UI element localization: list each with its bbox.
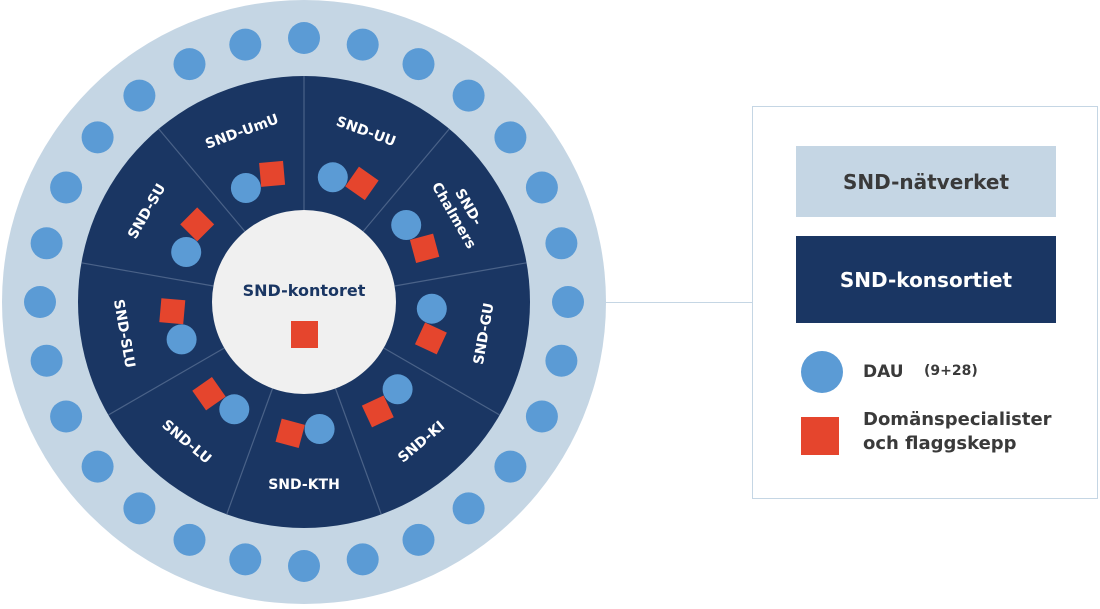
segment-dau-circle	[304, 414, 335, 444]
legend-specialist-line2: och flaggskepp	[863, 433, 1017, 454]
outer-dau-circle	[123, 492, 156, 525]
outer-dau-circle	[288, 550, 320, 582]
segment-specialist-square	[275, 418, 305, 448]
outer-dau-circle	[545, 344, 578, 377]
outer-dau-circle	[402, 48, 435, 81]
outer-dau-circle	[30, 227, 63, 260]
center-specialist-square	[291, 321, 318, 348]
segment-dau-circle	[317, 162, 348, 193]
segment-dau-circle	[416, 293, 447, 324]
segment-specialist-square	[192, 376, 226, 411]
outer-dau-circle	[346, 28, 379, 61]
outer-dau-circle	[173, 48, 206, 81]
segment-specialist-square	[361, 395, 394, 428]
legend-connector-line	[606, 302, 752, 303]
segment-divider	[394, 262, 527, 287]
segment-divider	[383, 347, 501, 416]
segment-divider	[362, 128, 450, 232]
legend-specialist-line1: Domänspecialister	[863, 409, 1052, 430]
segment-dau-circle	[230, 173, 261, 203]
outer-dau-circle	[288, 22, 320, 54]
segment-specialist-square	[259, 160, 286, 187]
center-label: SND-kontoret	[243, 281, 366, 300]
outer-dau-circle	[81, 450, 114, 483]
segment-divider	[81, 262, 214, 287]
segment-dau-circle	[382, 374, 413, 405]
outer-dau-circle	[229, 543, 262, 576]
specialist-square-icon	[801, 417, 839, 455]
outer-dau-circle	[173, 523, 206, 556]
dau-circle-icon	[801, 351, 843, 393]
legend-consortium-box: SND-konsortiet	[796, 236, 1056, 323]
legend-dau-label: DAU	[863, 362, 904, 382]
segment-specialist-square	[180, 207, 215, 242]
outer-dau-circles	[24, 22, 584, 582]
snd-office-circle	[212, 210, 396, 394]
segment-snd-kth: SND-KTH	[268, 414, 340, 493]
segment-specialist-square	[414, 322, 447, 355]
legend-dau-count: (9+28)	[924, 363, 978, 379]
legend-panel: SND-nätverket SND-konsortiet DAU (9+28) …	[752, 106, 1098, 499]
outer-dau-circle	[50, 171, 83, 204]
segment-dau-circle	[166, 324, 197, 355]
segment-label-snd-kth: SND-KTH	[268, 477, 340, 493]
segment-specialist-square	[345, 166, 379, 201]
outer-dau-circle	[452, 492, 485, 525]
outer-dau-circle	[346, 543, 379, 576]
outer-dau-circle	[494, 450, 527, 483]
outer-dau-circle	[494, 121, 527, 154]
segment-divider	[226, 388, 274, 515]
segment-specialist-square	[159, 298, 186, 325]
outer-dau-circle	[525, 171, 558, 204]
outer-dau-circle	[24, 286, 56, 318]
outer-dau-circle	[81, 121, 114, 154]
segment-specialist-square	[409, 233, 440, 263]
segment-dividers	[81, 76, 527, 515]
segment-divider	[158, 128, 246, 232]
segment-dau-circle	[391, 210, 422, 240]
outer-dau-circle	[525, 400, 558, 433]
outer-dau-circle	[552, 286, 584, 318]
segment-divider	[334, 388, 382, 515]
segment-dau-circle	[171, 237, 202, 267]
outer-dau-circle	[30, 344, 63, 377]
segment-dau-circle	[219, 394, 250, 425]
outer-dau-circle	[229, 28, 262, 61]
outer-dau-circle	[545, 227, 578, 260]
outer-dau-circle	[452, 79, 485, 112]
outer-dau-circle	[123, 79, 156, 112]
segment-divider	[107, 347, 225, 416]
outer-dau-circle	[50, 400, 83, 433]
legend-network-box: SND-nätverket	[796, 146, 1056, 217]
outer-dau-circle	[402, 523, 435, 556]
